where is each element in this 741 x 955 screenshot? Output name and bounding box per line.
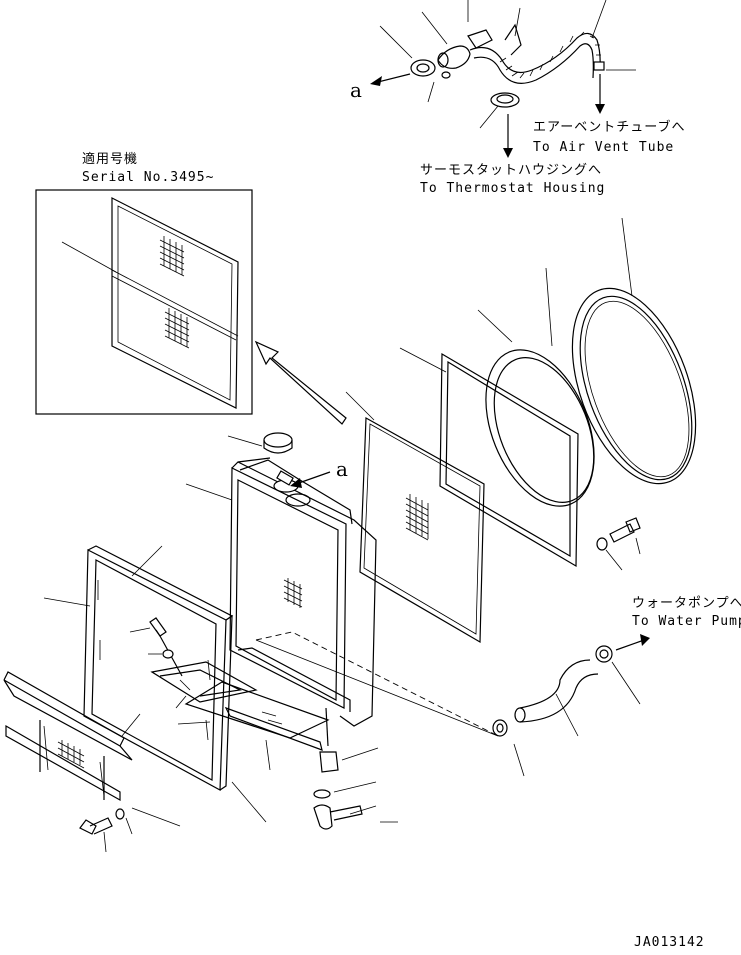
lower-hose: [492, 634, 650, 777]
lower-bracket: [150, 661, 258, 709]
hose-clamp: [410, 59, 436, 77]
marker-a-mid: a: [336, 457, 348, 481]
inset-reference-arrow: [254, 340, 347, 425]
serial-label-en: Serial No.3495~: [82, 170, 214, 185]
drain-parts: [313, 747, 398, 830]
water-pump-label-jp: ウォータポンプへ: [632, 596, 741, 611]
serial-inset-box: [35, 189, 253, 415]
drain-valve: [319, 751, 339, 773]
lower-grille: [3, 671, 133, 802]
shroud-ring-seal: [571, 217, 697, 485]
upper-hose-assembly: [370, 0, 636, 158]
marker-a-top: a: [350, 78, 362, 102]
hose-clamp-outlet: [595, 645, 613, 663]
frame-bolt: [129, 617, 183, 677]
thermostat-label-en: To Thermostat Housing: [420, 181, 605, 196]
air-vent-label-en: To Air Vent Tube: [533, 140, 674, 155]
hose-clamp-inlet: [492, 719, 508, 737]
bottom-cover: [184, 681, 330, 771]
radiator: [185, 457, 377, 773]
front-guard-frame: [43, 545, 267, 823]
fan-shroud: [399, 267, 595, 568]
shroud-bolt: [596, 517, 641, 571]
drawing-number: JA013142: [634, 935, 705, 950]
water-pump-label-en: To Water Pump: [632, 614, 741, 629]
air-vent-label-jp: エアーベントチューブへ: [533, 119, 685, 135]
serial-label-jp: 適用号機: [82, 151, 138, 167]
inset-screen-panel: [111, 197, 239, 409]
air-vent-hose: [469, 32, 601, 73]
hose-fitting: [437, 45, 471, 69]
guard-bolt: [79, 807, 181, 853]
radiator-cap: [227, 432, 293, 454]
thermostat-label-jp: サーモスタットハウジングへ: [420, 163, 602, 178]
radiator-screen: [345, 391, 485, 644]
